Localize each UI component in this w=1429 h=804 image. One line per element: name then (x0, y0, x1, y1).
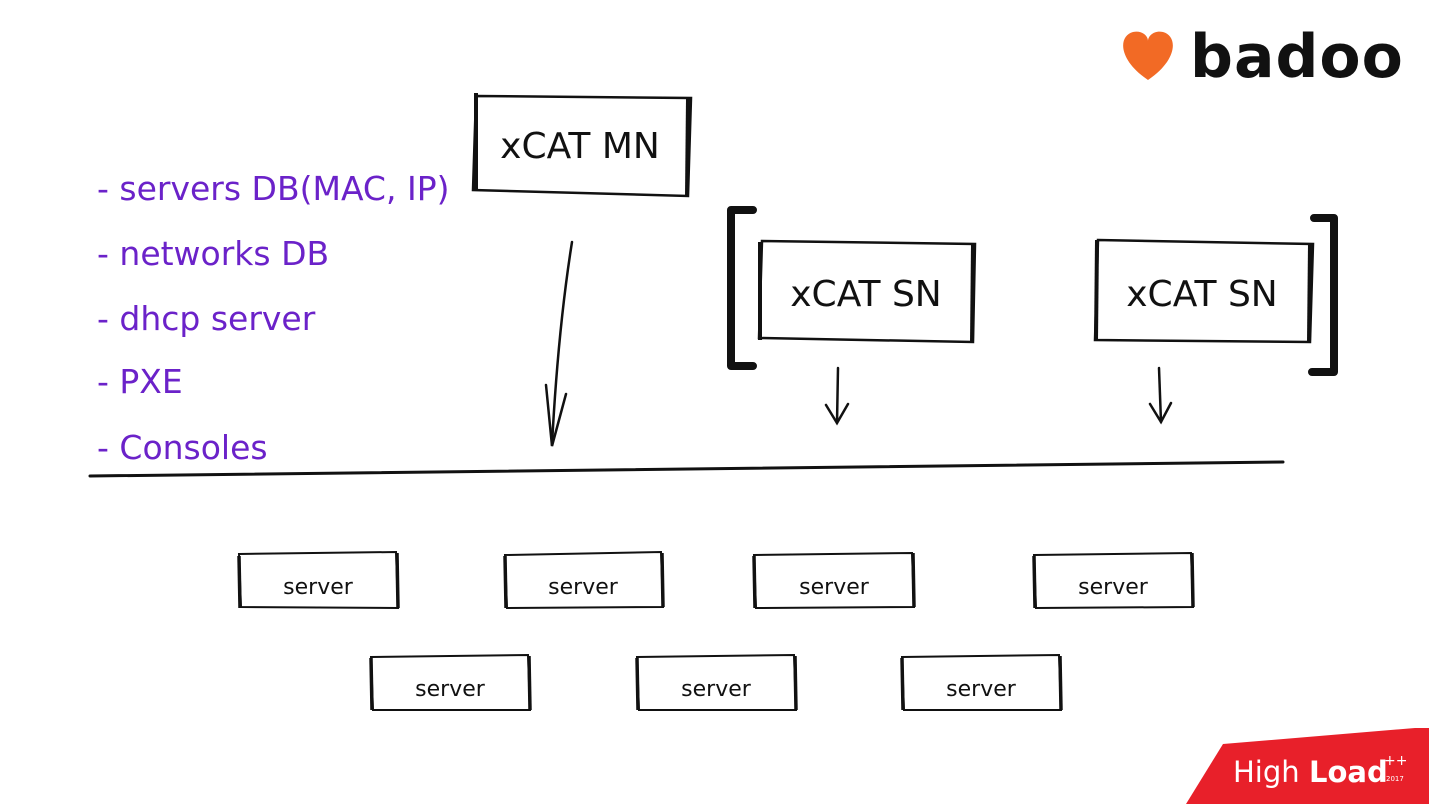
highload-logo-plus: ++ (1384, 753, 1407, 769)
badoo-logo: badoo (1123, 22, 1404, 92)
service-node-group-bracket (727, 206, 1338, 376)
badoo-logo-text: badoo (1190, 22, 1404, 92)
server-box: server (635, 653, 798, 711)
server-box: server (503, 550, 665, 610)
network-line (88, 460, 1285, 478)
management-node-label: xCAT MN (500, 126, 660, 167)
service-node-label: xCAT SN (1126, 274, 1278, 315)
server-label: server (548, 575, 619, 600)
feature-item: - PXE (97, 362, 183, 401)
feature-item: - Consoles (97, 428, 268, 467)
service-node: xCAT SN (1093, 238, 1315, 344)
service-node-label: xCAT SN (790, 274, 942, 315)
feature-item: - dhcp server (97, 299, 316, 338)
highload-logo-load: Load (1309, 755, 1388, 789)
heart-icon (1123, 31, 1173, 80)
server-label: server (1078, 575, 1149, 600)
management-node: xCAT MN (471, 93, 693, 198)
server-box: server (1032, 551, 1195, 610)
feature-list: - servers DB(MAC, IP) - networks DB - dh… (97, 169, 449, 467)
highload-logo-high: High (1233, 755, 1300, 789)
server-label: server (415, 677, 486, 702)
server-label: server (946, 677, 1017, 702)
server-box: server (900, 653, 1063, 711)
server-box: server (237, 550, 400, 610)
server-label: server (283, 575, 354, 600)
highload-logo-year: 2017 (1386, 775, 1404, 783)
highload-logo-background (1186, 728, 1429, 804)
mn-arrow (544, 240, 574, 447)
sn-arrow (1148, 366, 1173, 425)
server-box: server (369, 653, 532, 711)
sn-arrow (824, 366, 850, 426)
service-node: xCAT SN (757, 239, 977, 344)
highload-logo: High Load ++ 2017 (1186, 728, 1429, 804)
feature-item: - servers DB(MAC, IP) (97, 169, 449, 208)
server-label: server (681, 677, 752, 702)
server-box: server (752, 551, 916, 610)
feature-item: - networks DB (97, 234, 329, 273)
server-label: server (799, 575, 870, 600)
